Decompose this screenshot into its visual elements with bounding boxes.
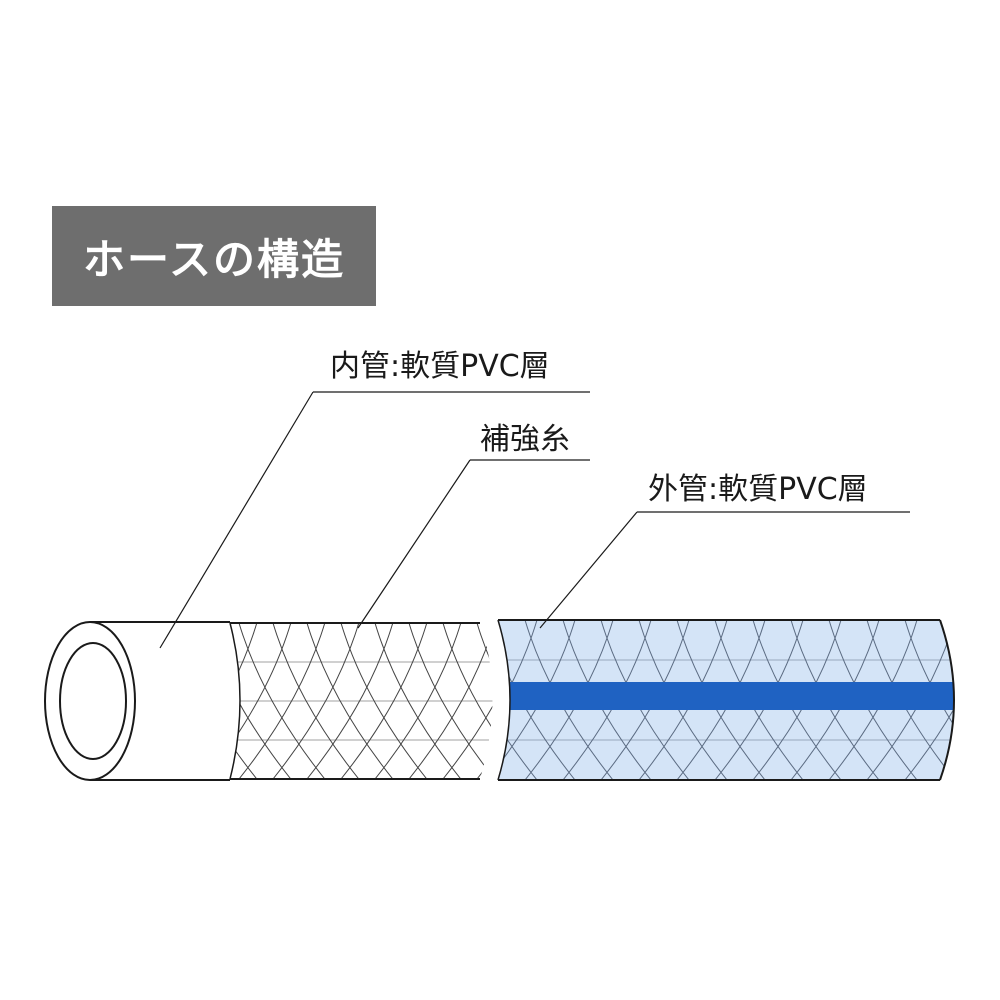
reinforcement-layer: [229, 622, 493, 780]
tube-bore: [59, 642, 127, 760]
reinforcement-label: 補強糸: [480, 422, 570, 457]
reinforcement-leader: [357, 459, 471, 629]
inner-tube-leader: [159, 391, 314, 649]
title-box: ホースの構造: [52, 206, 376, 306]
inner-tube: [44, 621, 230, 781]
outer-tube-label: 外管:軟質PVC層: [648, 472, 868, 507]
blue-stripe: [498, 682, 954, 710]
outer-tube: [497, 619, 1000, 781]
braid-strand: [230, 623, 258, 779]
inner-tube-label: 内管:軟質PVC層: [330, 349, 550, 384]
reinforcement-braid-mesh: [230, 623, 493, 779]
braid-strand: [981, 620, 1000, 780]
braid-strand: [230, 623, 258, 779]
braid-strand: [442, 623, 493, 779]
braid-strand: [981, 620, 1000, 780]
diagram-title: ホースの構造: [83, 234, 345, 284]
braid-strand: [476, 623, 493, 779]
outer-tube-leader: [539, 511, 638, 629]
braid-strand: [498, 620, 538, 780]
braid-strand: [904, 620, 954, 780]
